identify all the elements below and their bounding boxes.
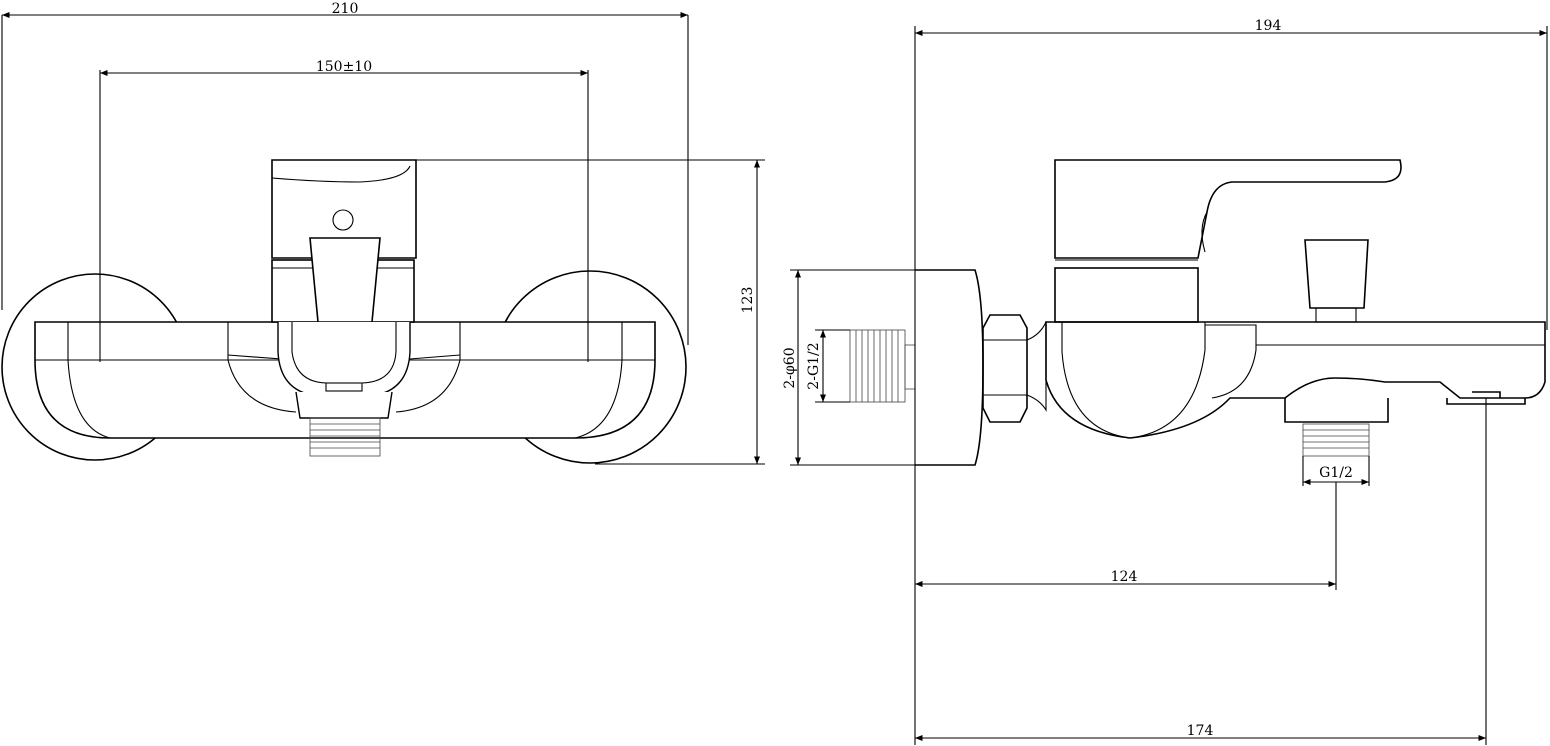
diverter-knob	[1304, 239, 1369, 323]
front-view: 210 150±10 123	[1, 1, 765, 465]
outlet-thread-label: G1/2	[1319, 465, 1353, 481]
dim-outlet-distance: 124	[915, 482, 1337, 590]
lever-screw-hole	[332, 209, 354, 231]
lever-handle	[271, 159, 417, 323]
dim-outlet-thread: G1/2	[1302, 456, 1370, 486]
dim-flange-diameter: 2-φ60	[782, 269, 915, 466]
side-outlet-thread	[1302, 423, 1370, 457]
side-lever	[1054, 159, 1402, 323]
side-view: 194 2-φ60 2-G1/2 G1/2 124 174	[782, 18, 1548, 745]
overall-width-label: 210	[332, 1, 359, 17]
side-body	[1045, 321, 1546, 439]
inlet-thread-label: 2-G1/2	[806, 342, 822, 389]
height-label: 123	[740, 287, 756, 314]
dim-center-distance: 150±10	[99, 59, 589, 362]
spout-outlet	[277, 322, 411, 457]
dim-height: 123	[416, 159, 765, 465]
inlet-thread	[849, 329, 916, 403]
dim-inlet-thread: 2-G1/2	[806, 329, 850, 403]
side-flange	[915, 269, 984, 466]
center-distance-label: 150±10	[316, 59, 372, 75]
overall-depth-label: 194	[1255, 18, 1282, 34]
dim-overall-width: 210	[1, 1, 689, 345]
side-outlet	[1284, 398, 1389, 457]
dim-overall-depth: 194	[914, 18, 1548, 745]
flange-diameter-label: 2-φ60	[782, 347, 798, 388]
hex-nut	[982, 314, 1047, 423]
dim-spout-distance: 174	[915, 398, 1487, 745]
spout-distance-label: 174	[1187, 723, 1214, 739]
outlet-distance-label: 124	[1111, 569, 1138, 585]
outlet-thread	[309, 417, 381, 457]
